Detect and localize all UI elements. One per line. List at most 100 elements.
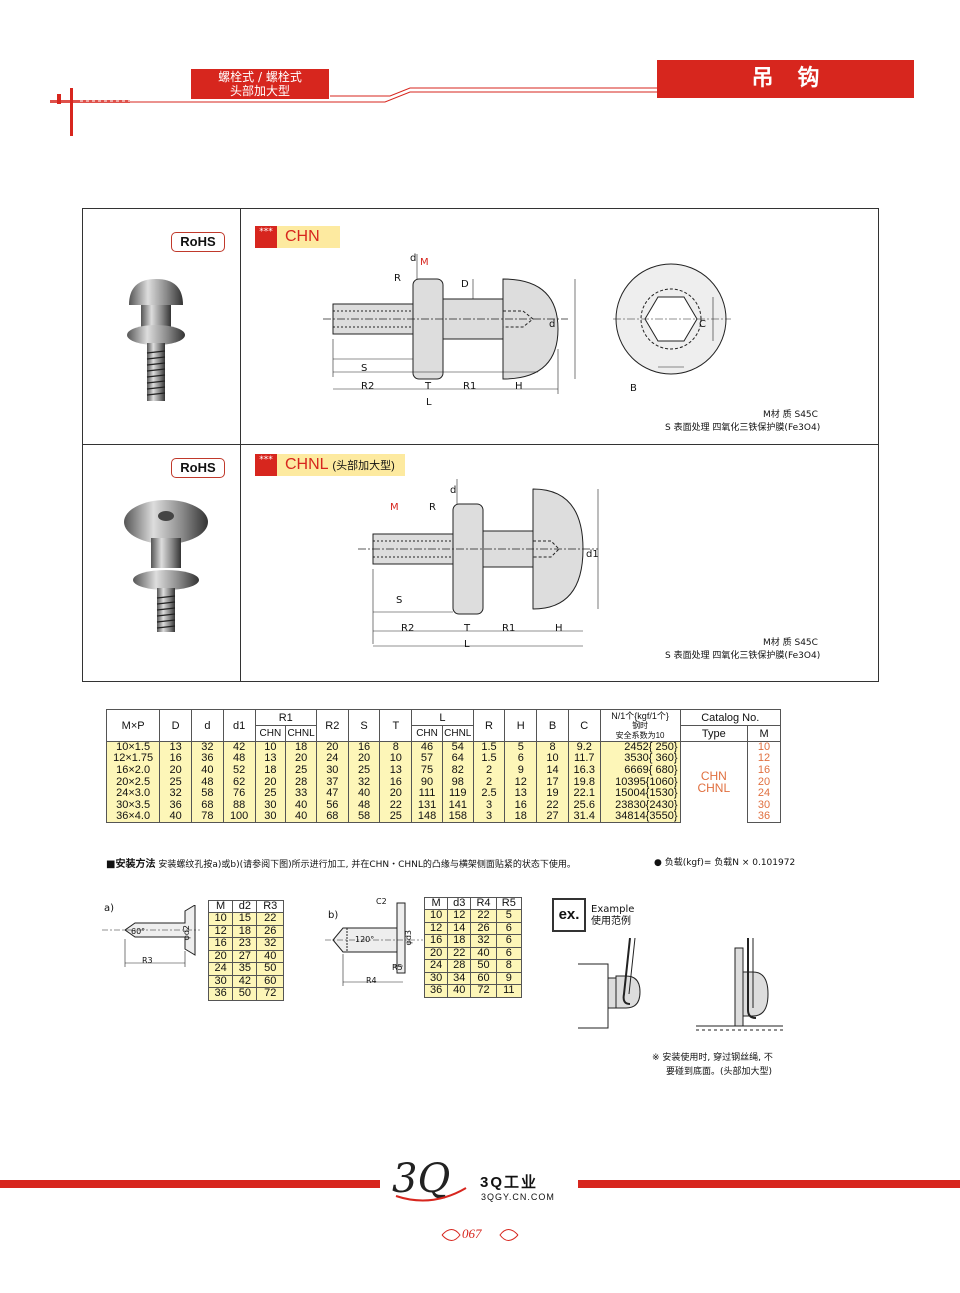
rohs-badge-chnl: RoHS	[171, 458, 225, 478]
table-cell: 23830{2430}	[599, 799, 681, 812]
frame-divider-horizontal	[83, 444, 878, 445]
label-D: D	[461, 279, 469, 290]
table-cell: 40	[347, 788, 381, 800]
table-cell: 33	[285, 788, 317, 800]
table-cell: 3530{ 360}	[599, 753, 681, 765]
table-cell: 30	[315, 765, 349, 777]
table-cell: 34814{3550}	[599, 811, 681, 824]
table-cell: 20	[254, 776, 287, 788]
label-a-phi: φd2	[182, 925, 191, 941]
table-cell: 26	[470, 921, 497, 935]
th-r2: R2	[315, 709, 349, 742]
table-cell: 30	[207, 974, 234, 988]
label-b-angle: 120°	[355, 935, 375, 944]
example-note: ※ 安装使用时, 穿过钢丝绳, 不 要碰到底面。(头部加大型)	[652, 1053, 773, 1077]
install-method: ■安装方法 安装螺纹孔按a)或b)(请参阅下图)所示进行加工, 并在CHN・CH…	[106, 859, 576, 870]
table-cell: 9.2	[567, 741, 601, 754]
label-s: S	[361, 363, 368, 374]
table-cell: 3	[472, 811, 506, 824]
th-m: M	[747, 725, 781, 742]
table-cell: 28	[447, 959, 472, 973]
footer-line-left	[0, 1180, 380, 1188]
th-load: N/1个{kgf/1个} 钢时 安全系数为10	[599, 709, 681, 742]
table-cell: 9	[504, 765, 538, 777]
table-cell: 36×4.0	[105, 811, 161, 824]
label-s-2: S	[396, 595, 403, 606]
table-cell: 14	[536, 765, 569, 777]
page-number: 067	[462, 1226, 482, 1241]
footer-line-right	[578, 1180, 960, 1188]
table-cell: 9	[495, 971, 523, 985]
table-cell: 12×1.75	[105, 753, 161, 765]
table-header: R5	[495, 897, 523, 910]
label-r2-2: R2	[401, 623, 415, 634]
product-frame: RoHS *** CHN	[82, 208, 879, 682]
chnl-surface: S 表面处理 四氧化三铁保护膜(Fe3O4)	[665, 651, 821, 661]
table-cell: 48	[191, 776, 224, 788]
diagram-b-label: b)	[328, 910, 339, 921]
table-cell: 20	[423, 946, 449, 960]
table-cell: 20	[285, 753, 317, 765]
table-cell: 16	[423, 934, 449, 948]
table-cell: 6	[504, 753, 538, 765]
table-cell: 36	[191, 753, 224, 765]
table-cell: 5	[504, 741, 538, 754]
table-cell: 10	[207, 912, 234, 926]
table-cell: 10395{1060}	[599, 776, 681, 788]
table-cell: 40	[159, 811, 192, 824]
table-cell: 19.8	[567, 776, 601, 788]
table-cell: 18	[232, 924, 258, 938]
table-cell: 13	[254, 753, 287, 765]
table-header: d3	[447, 897, 472, 910]
table-cell: 18	[254, 765, 287, 777]
label-r2: R2	[361, 381, 375, 392]
table-cell: 22	[379, 799, 413, 812]
table-cell: 47	[315, 788, 349, 800]
table-cell: 24	[315, 753, 349, 765]
table-cell: 24×3.0	[105, 788, 161, 800]
th-r1-chnl: CHNL	[285, 725, 317, 742]
chn-surface: S 表面处理 四氧化三铁保护膜(Fe3O4)	[665, 423, 821, 433]
table-header: d2	[232, 900, 258, 913]
table-cell: 16	[379, 776, 413, 788]
table-cell: 57	[411, 753, 443, 765]
table-cell: 18	[504, 811, 538, 824]
th-d: d	[191, 709, 224, 742]
frame-divider-vertical	[240, 209, 241, 681]
table-cell: 15	[232, 912, 258, 926]
catalog-m-cell: 10	[747, 741, 781, 754]
table-cell: 2	[472, 776, 506, 788]
table-cell: 16	[207, 937, 234, 951]
table-cell: 19	[536, 788, 569, 800]
table-cell: 13	[159, 741, 192, 754]
table-cell: 16×2.0	[105, 765, 161, 777]
th-d1: d1	[222, 709, 256, 742]
table-cell: 14	[447, 921, 472, 935]
catalog-m-cell: 36	[747, 811, 781, 824]
rohs-badge-chn: RoHS	[171, 232, 225, 252]
table-cell: 15004{1530}	[599, 788, 681, 800]
table-cell: 6	[495, 934, 523, 948]
table-cell: 34	[447, 971, 472, 985]
table-cell: 40	[191, 765, 224, 777]
table-cell: 30	[254, 811, 287, 824]
table-cell: 76	[222, 788, 256, 800]
table-cell: 17	[536, 776, 569, 788]
label-b-c2: C2	[376, 897, 387, 906]
load-conversion-note: ● 负载(kgf)= 负载N × 0.101972	[654, 858, 796, 868]
table-cell: 25	[347, 765, 381, 777]
table-cell: 32	[159, 788, 192, 800]
table-cell: 40	[256, 949, 284, 963]
th-l-chn: CHN	[411, 725, 443, 742]
table-cell: 64	[441, 753, 474, 765]
table-cell: 40	[285, 811, 317, 824]
table-cell: 18	[285, 741, 317, 754]
table-cell: 1.5	[472, 753, 506, 765]
table-cell: 111	[411, 788, 443, 800]
